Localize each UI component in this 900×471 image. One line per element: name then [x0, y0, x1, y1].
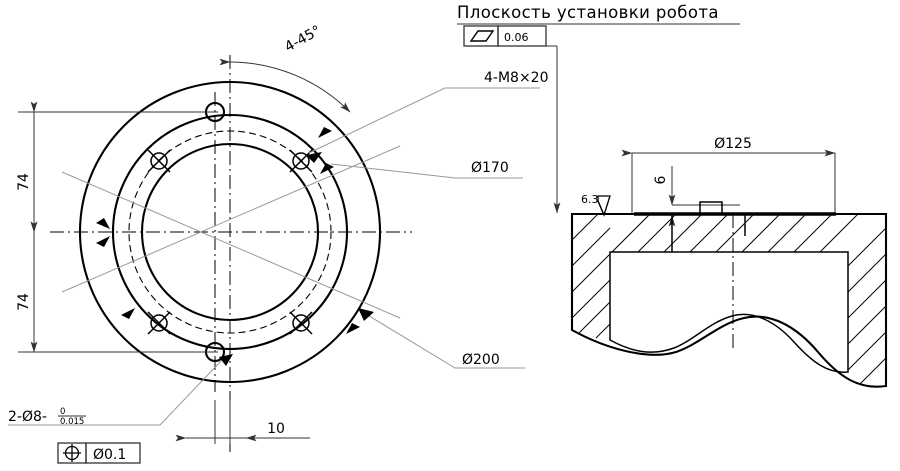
- angle-label: 4-45°: [282, 23, 324, 56]
- leader-tapped-holes: 4-M8×20: [306, 70, 549, 163]
- dim-74-bottom-label: 74: [16, 293, 32, 311]
- hatch-left-wall: [571, 213, 611, 339]
- position-tolerance-frame: Ø0.1: [57, 442, 141, 464]
- dim-6-label: 6: [653, 175, 669, 184]
- label-bolt-circle: Ø170: [471, 160, 509, 176]
- hatch-top-band: [611, 213, 859, 253]
- roughness-symbol: 6.3: [581, 193, 611, 217]
- dim-10-label: 10: [267, 421, 285, 437]
- label-pilot-tol-upper: 0: [60, 407, 65, 417]
- tapped-hole-upper-right: [289, 149, 313, 173]
- bore-circle: [140, 142, 320, 322]
- tapped-hole-upper-left: [147, 149, 171, 173]
- angle-arc: [219, 58, 351, 113]
- roughness-value: 6.3: [581, 193, 599, 206]
- diagonal-axis-b: [61, 171, 401, 319]
- dimension-125: Ø125: [621, 136, 836, 215]
- tapped-hole-lower-left: [147, 311, 171, 335]
- position-symbol-icon: [63, 444, 81, 462]
- section-view-group: Ø125 6 6.3: [570, 136, 888, 388]
- flatness-frame: 0.06: [463, 25, 547, 47]
- title-note-group: Плоскость установки робота 0.06: [457, 3, 740, 214]
- section-bore-outline: [609, 251, 849, 373]
- flatness-symbol-icon: [469, 30, 495, 42]
- leader-outer-diameter: Ø200: [358, 308, 525, 369]
- leader-bolt-circle: Ø170: [320, 160, 523, 179]
- tapped-hole-lower-right: [289, 311, 313, 335]
- arc-tick-e2: [346, 323, 360, 334]
- position-tolerance-value: Ø0.1: [93, 447, 126, 463]
- dimension-6: 6: [653, 166, 740, 240]
- arc-tick-e1: [318, 127, 332, 138]
- raised-boss: [699, 201, 723, 215]
- dim-74-top-label: 74: [16, 173, 32, 191]
- label-pilot-holes: 2-Ø8-: [8, 409, 47, 425]
- rim-circle: [111, 113, 349, 351]
- dimension-74-bottom: 74: [16, 221, 218, 353]
- section-outline: [570, 212, 888, 388]
- dim-125-label: Ø125: [714, 136, 752, 152]
- front-view-group: 4-45° 74 74 10: [8, 23, 549, 464]
- leader-pilot-holes: 2-Ø8- 0 0.015: [8, 354, 233, 427]
- diagonal-axis-a: [61, 145, 401, 293]
- hatch-right-wall: [847, 227, 887, 385]
- bolt-circle: [128, 130, 332, 334]
- flatness-value: 0.06: [504, 31, 529, 44]
- dimension-10: 10: [175, 400, 310, 444]
- title-note: Плоскость установки робота: [457, 3, 719, 22]
- arc-tick-w1: [96, 236, 110, 247]
- arc-tick-sw: [121, 308, 135, 319]
- label-outer-diameter: Ø200: [462, 352, 500, 368]
- dimension-74-top: 74: [16, 101, 218, 233]
- label-tapped-holes: 4-M8×20: [484, 70, 549, 86]
- label-pilot-tol-lower: 0.015: [60, 417, 84, 427]
- arc-tick-w2: [96, 218, 110, 229]
